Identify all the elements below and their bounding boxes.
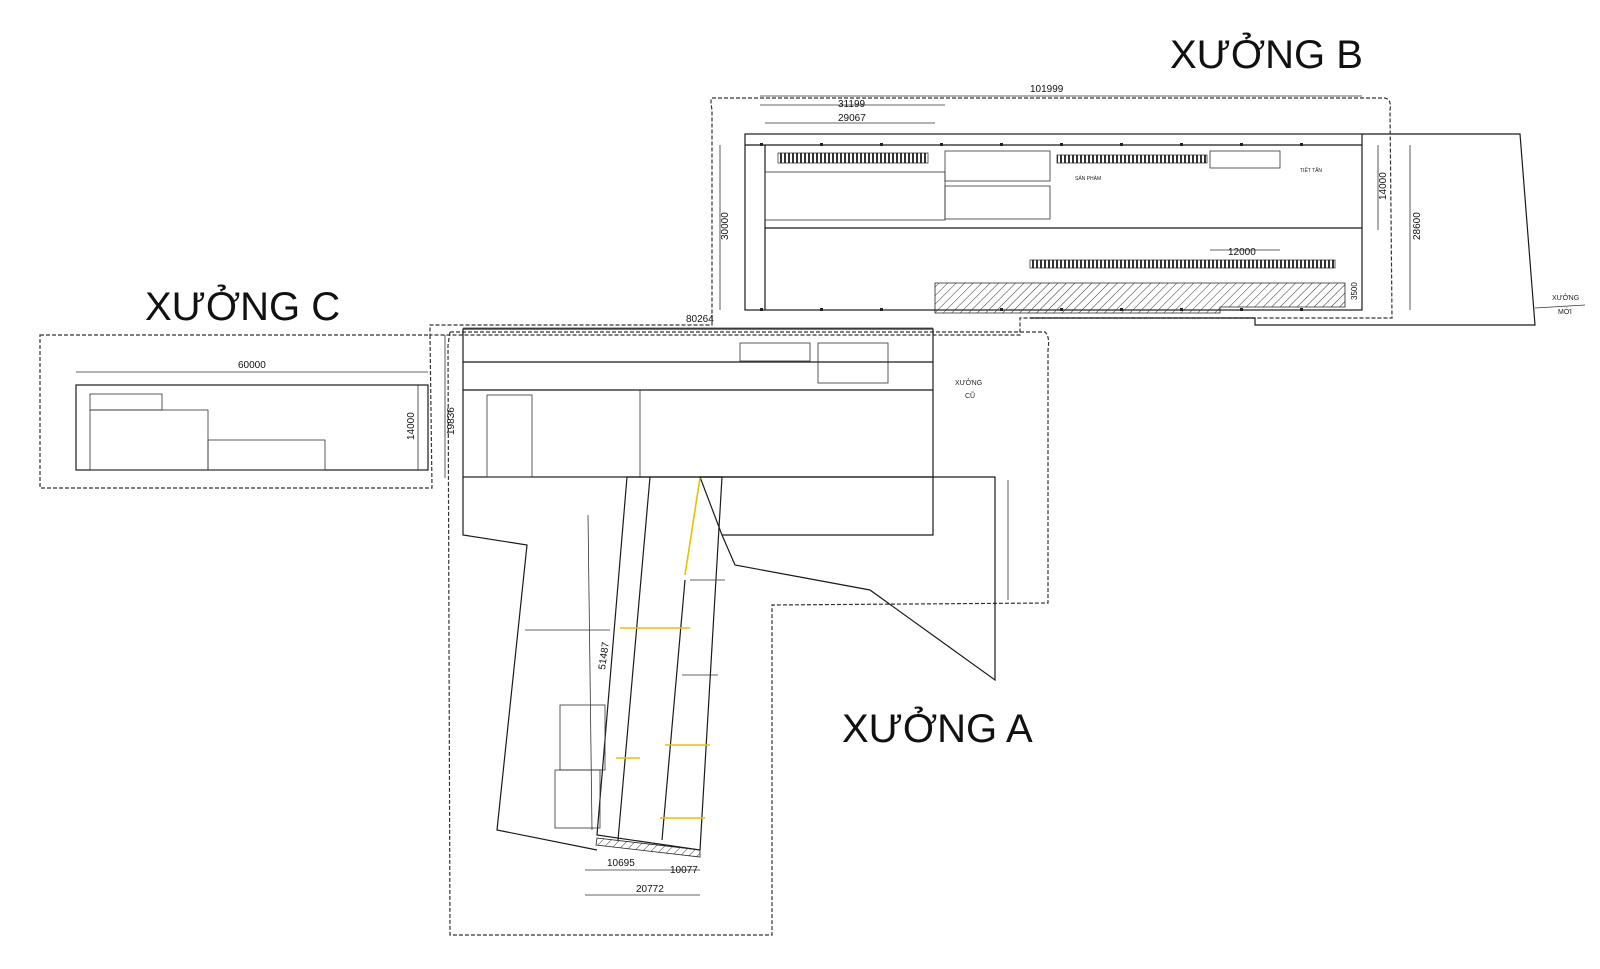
- dim-a-diag: 51487: [597, 641, 612, 671]
- dim-b-width-right: 14000: [1378, 172, 1389, 200]
- dim-c-height: 14000: [406, 412, 417, 440]
- hatched-zone-a: [595, 837, 701, 858]
- label-b-new-2: MỚI: [1558, 307, 1572, 316]
- conveyor-b-1: [777, 152, 929, 164]
- workshop-b: XƯỞNG B 101999 31199 29067 30000 14000 2…: [429, 31, 1586, 336]
- workshop-a-cloud-boundary: [447, 331, 1050, 936]
- workshop-c-outline: [75, 384, 429, 471]
- workshop-a-annex: [699, 476, 934, 536]
- dim-b-height: 30000: [720, 212, 731, 240]
- workshop-a-outline: [462, 328, 934, 478]
- conveyor-b-3: [1029, 259, 1336, 269]
- dim-a-bottom-right: 10077: [670, 865, 698, 876]
- dim-connector-length: 80264: [686, 314, 714, 325]
- workshop-a-slanted-hall: [596, 476, 723, 851]
- dim-b-inner: 12000: [1228, 247, 1256, 258]
- conveyor-b-2: [1056, 154, 1208, 164]
- workshop-b-title: XƯỞNG B: [1170, 31, 1363, 77]
- hatched-zone-b: [934, 282, 1346, 314]
- dim-b-total-right: 28600: [1412, 212, 1423, 240]
- dim-b-small: 3500: [1350, 282, 1359, 300]
- label-b-new-1: XƯỞNG: [1552, 293, 1579, 302]
- area-b-tiet-tan: TIẾT TẤN: [1300, 167, 1322, 174]
- column-markers-b: [760, 143, 1303, 311]
- dim-b-sub2: 29067: [838, 113, 866, 124]
- dim-a-bottom-left: 10695: [607, 858, 635, 869]
- workshop-a-title: XƯỞNG A: [842, 705, 1033, 751]
- dim-c-length: 60000: [238, 360, 266, 371]
- workshop-c-cloud-boundary: [39, 334, 433, 489]
- workshop-a: XƯỞNG A 80264 19836 51487 10695 10077 20…: [444, 314, 1050, 936]
- workshop-b-cloud-boundary: [429, 97, 1393, 336]
- dim-a-bottom-total: 20772: [636, 884, 664, 895]
- dim-a-height: 19836: [446, 407, 457, 435]
- label-a-old-2: CŨ: [965, 391, 975, 400]
- dim-b-length: 101999: [1030, 84, 1064, 95]
- workshop-c-title: XƯỞNG C: [145, 283, 340, 329]
- workshop-b-extension: [1030, 133, 1536, 326]
- label-a-old-1: XƯỞNG: [955, 378, 982, 387]
- area-b-san-pham: SẢN PHẨM: [1075, 175, 1101, 182]
- workshop-c: XƯỞNG C 60000 14000: [39, 283, 433, 489]
- dim-b-sub1: 31199: [838, 99, 866, 110]
